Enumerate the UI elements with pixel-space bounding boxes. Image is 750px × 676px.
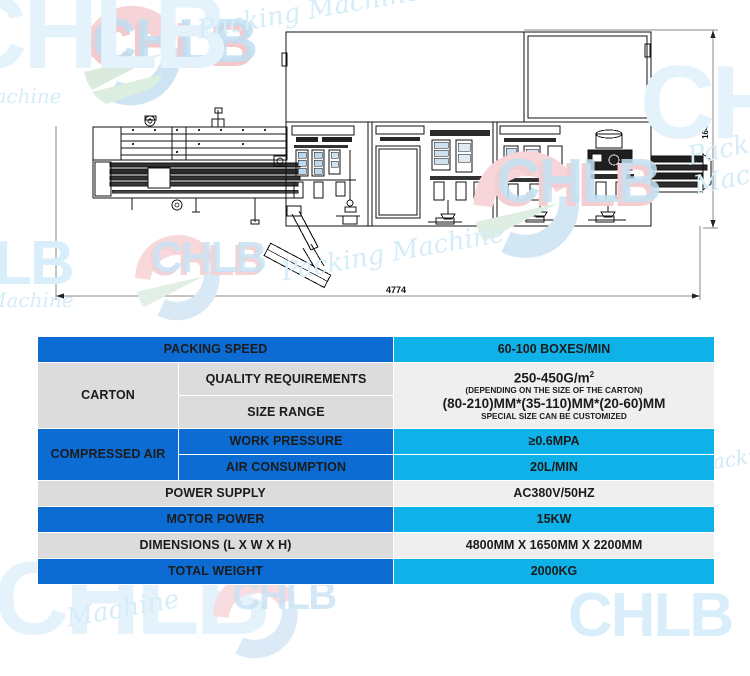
- spec-label-air-consumption: AIR CONSUMPTION: [178, 454, 394, 481]
- spec-label-power-supply: POWER SUPPLY: [37, 480, 394, 507]
- table-row: COMPRESSED AIR WORK PRESSURE ≥0.6MPA: [37, 428, 715, 481]
- watermark-tagline-bottom: Machine: [64, 584, 182, 634]
- spec-label-dimensions: DIMENSIONS (L X W X H): [37, 532, 394, 559]
- table-row: TOTAL WEIGHT 2000KG: [37, 558, 715, 585]
- watermark-brand-bottom-right: CHLB: [568, 581, 734, 650]
- spec-value-total-weight: 2000KG: [393, 558, 715, 585]
- spec-group-compressed-air: COMPRESSED AIR: [37, 428, 179, 481]
- spec-value-motor-power: 15KW: [393, 506, 715, 533]
- spec-value-carton: 250-450G/m2 (DEPENDING ON THE SIZE OF TH…: [393, 362, 715, 429]
- machine-technical-drawing: 4774 1643: [55, 29, 718, 300]
- carton-weight-superscript: 2: [589, 369, 595, 379]
- table-row: SIZE RANGE: [38, 395, 715, 429]
- spec-value-power-supply: AC380V/50HZ: [393, 480, 715, 507]
- spec-label-packing-speed: PACKING SPEED: [37, 336, 394, 363]
- carton-weight-unit: m: [577, 370, 590, 386]
- table-row: POWER SUPPLY AC380V/50HZ: [37, 480, 715, 507]
- spec-value-dimensions: 4800MM X 1650MM X 2200MM: [393, 532, 715, 559]
- spec-group-carton: CARTON: [37, 362, 179, 429]
- table-row: PACKING SPEED 60-100 BOXES/MIN: [37, 336, 715, 363]
- spec-label-quality-requirements: QUALITY REQUIREMENTS: [178, 362, 394, 396]
- spec-value-packing-speed: 60-100 BOXES/MIN: [393, 336, 715, 363]
- carton-weight-line: 250-450G/m2: [394, 370, 714, 386]
- dimension-label-vertical: 1643: [701, 121, 710, 139]
- spec-value-air-consumption: 20L/MIN: [393, 454, 715, 481]
- spec-label-work-pressure: WORK PRESSURE: [178, 428, 394, 455]
- carton-note-customized: SPECIAL SIZE CAN BE CUSTOMIZED: [481, 411, 627, 421]
- carton-size-range-value: (80-210)MM*(35-110)MM*(20-60)MM: [442, 396, 666, 412]
- spec-label-size-range: SIZE RANGE: [178, 395, 394, 429]
- carton-note-depending: (DEPENDING ON THE SIZE OF THE CARTON): [465, 385, 643, 395]
- spec-label-motor-power: MOTOR POWER: [37, 506, 394, 533]
- spec-label-total-weight: TOTAL WEIGHT: [37, 558, 394, 585]
- table-row: MOTOR POWER 15KW: [37, 506, 715, 533]
- table-row: CARTON QUALITY REQUIREMENTS 250-450G/m2 …: [37, 362, 715, 429]
- table-row: AIR CONSUMPTION 20L/MIN: [38, 454, 715, 481]
- carton-weight-value: 250-450G/: [513, 370, 578, 386]
- specification-table: PACKING SPEED 60-100 BOXES/MIN CARTON QU…: [37, 336, 715, 585]
- table-row: DIMENSIONS (L X W X H) 4800MM X 1650MM X…: [37, 532, 715, 559]
- dimension-label-horizontal: 4774: [386, 285, 406, 295]
- spec-value-work-pressure: ≥0.6MPA: [393, 428, 715, 455]
